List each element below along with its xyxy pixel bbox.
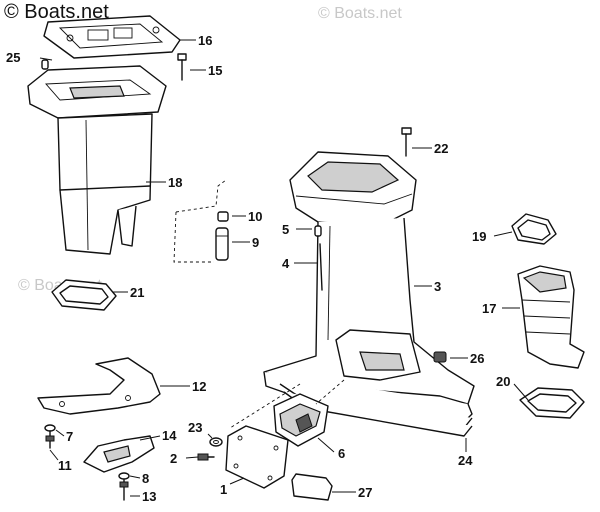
part-4-stud bbox=[319, 243, 323, 291]
callout-27: 27 bbox=[358, 485, 372, 500]
callout-23: 23 bbox=[188, 420, 202, 435]
callout-6: 6 bbox=[338, 446, 345, 461]
callout-20: 20 bbox=[496, 374, 510, 389]
callout-12: 12 bbox=[192, 379, 206, 394]
part-12-plate bbox=[37, 357, 161, 415]
part-13-screw bbox=[119, 479, 129, 501]
part-17-adapter bbox=[517, 265, 585, 369]
callout-5: 5 bbox=[282, 222, 289, 237]
part-11-screw bbox=[45, 430, 55, 449]
hidden-line-9 bbox=[175, 179, 227, 213]
part-23-washer bbox=[209, 437, 223, 447]
part-22-bolt bbox=[401, 127, 412, 157]
part-8-washer bbox=[118, 472, 130, 480]
part-2-screw bbox=[197, 453, 215, 461]
part-25-dowel bbox=[41, 59, 49, 70]
callout-17: 17 bbox=[482, 301, 496, 316]
callout-18: 18 bbox=[168, 175, 182, 190]
part-1-cover bbox=[225, 425, 289, 489]
callout-10: 10 bbox=[248, 209, 262, 224]
watermark-top-right: © Boats.net bbox=[318, 5, 402, 22]
callout-22: 22 bbox=[434, 141, 448, 156]
callout-13: 13 bbox=[142, 489, 156, 504]
part-27-plate bbox=[291, 473, 333, 501]
part-26-cap bbox=[433, 351, 447, 363]
callout-7: 7 bbox=[66, 429, 73, 444]
watermark-top-left: © Boats.net bbox=[4, 1, 109, 23]
callout-21: 21 bbox=[130, 285, 144, 300]
part-6-block bbox=[273, 393, 329, 447]
callout-14: 14 bbox=[162, 428, 177, 443]
callout-19: 19 bbox=[472, 229, 486, 244]
part-7-washer bbox=[44, 424, 56, 432]
callout-1: 1 bbox=[220, 482, 227, 497]
callout-4: 4 bbox=[282, 256, 290, 271]
callout-25: 25 bbox=[6, 50, 20, 65]
callout-24: 24 bbox=[458, 453, 473, 468]
part-16-gasket bbox=[43, 15, 181, 59]
leader-lines bbox=[39, 39, 529, 497]
hidden-line-block bbox=[315, 379, 345, 405]
callout-9: 9 bbox=[252, 235, 259, 250]
part-15-bolt bbox=[177, 53, 187, 81]
callout-16: 16 bbox=[198, 33, 212, 48]
callout-3: 3 bbox=[434, 279, 441, 294]
callout-26: 26 bbox=[470, 351, 484, 366]
part-20-gasket bbox=[519, 387, 585, 419]
part-14-anode bbox=[83, 435, 155, 473]
callout-11: 11 bbox=[58, 458, 72, 473]
hidden-line-9b bbox=[173, 211, 214, 263]
callout-2: 2 bbox=[170, 451, 177, 466]
part-21-gasket bbox=[51, 279, 117, 311]
hidden-line-cover bbox=[229, 383, 301, 429]
part-10-plug bbox=[217, 211, 229, 222]
part-9-tube bbox=[215, 227, 229, 261]
part-18-exhaust-housing bbox=[27, 65, 167, 255]
part-3-driveshaft-housing bbox=[263, 151, 475, 425]
part-19-gasket bbox=[511, 213, 557, 245]
callout-8: 8 bbox=[142, 471, 149, 486]
callout-15: 15 bbox=[208, 63, 222, 78]
part-5-pin bbox=[314, 225, 322, 237]
